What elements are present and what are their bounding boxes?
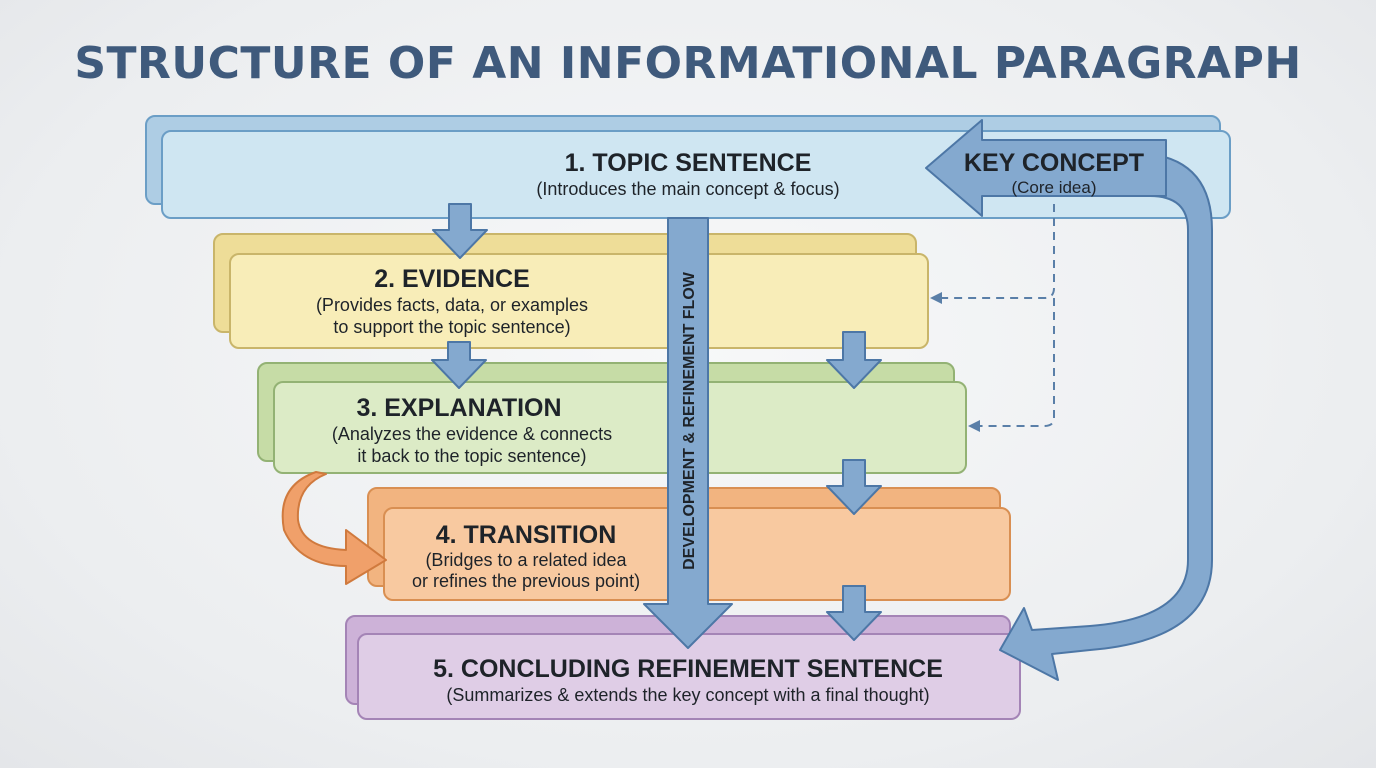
key-concept-sub: (Core idea) (1011, 178, 1096, 197)
dashed-arrowhead-explanation-icon (968, 420, 980, 432)
step-evidence-line-2: to support the topic sentence) (333, 317, 570, 337)
step-topic-line-1: (Introduces the main concept & focus) (536, 179, 839, 199)
step-conclusion-line-1: (Summarizes & extends the key concept wi… (446, 685, 929, 705)
step-conclusion (345, 615, 1021, 720)
step-conclusion-heading: 5. CONCLUDING REFINEMENT SENTENCE (433, 655, 943, 683)
step-topic-heading: 1. TOPIC SENTENCE (565, 149, 812, 177)
step-transition-line-1: (Bridges to a related idea (425, 550, 627, 570)
step-evidence (213, 233, 929, 349)
step-explanation-box (273, 381, 967, 474)
page-title: STRUCTURE OF AN INFORMATIONAL PARAGRAPH (74, 38, 1301, 89)
flow-label: DEVELOPMENT & REFINEMENT FLOW (681, 271, 698, 570)
down-arrow-1-icon (432, 203, 488, 259)
step-explanation-heading: 3. EXPLANATION (356, 394, 561, 422)
dashed-connector-evidence (938, 204, 1055, 299)
step-explanation-line-1: (Analyzes the evidence & connects (332, 424, 612, 444)
step-evidence-line-1: (Provides facts, data, or examples (316, 295, 588, 315)
step-explanation (257, 362, 967, 474)
step-transition-heading: 4. TRANSITION (436, 521, 617, 549)
return-arrow-icon (999, 153, 1213, 681)
step-evidence-heading: 2. EVIDENCE (374, 265, 530, 293)
dashed-arrowhead-evidence-icon (930, 292, 942, 304)
down-arrow-2-icon (431, 341, 487, 389)
step-explanation-line-2: it back to the topic sentence) (357, 446, 586, 466)
key-concept-arrow-icon (925, 119, 1167, 217)
key-concept-heading: KEY CONCEPT (964, 149, 1144, 177)
curved-arrow-icon (281, 471, 387, 585)
down-arrow-5-icon (826, 585, 882, 641)
dashed-connector-explanation (978, 298, 1055, 427)
flow-arrow-icon (643, 217, 733, 649)
down-arrow-4-icon (826, 459, 882, 515)
down-arrow-3-icon (826, 331, 882, 389)
step-evidence-box (229, 253, 929, 349)
step-transition-line-2: or refines the previous point) (412, 571, 640, 591)
